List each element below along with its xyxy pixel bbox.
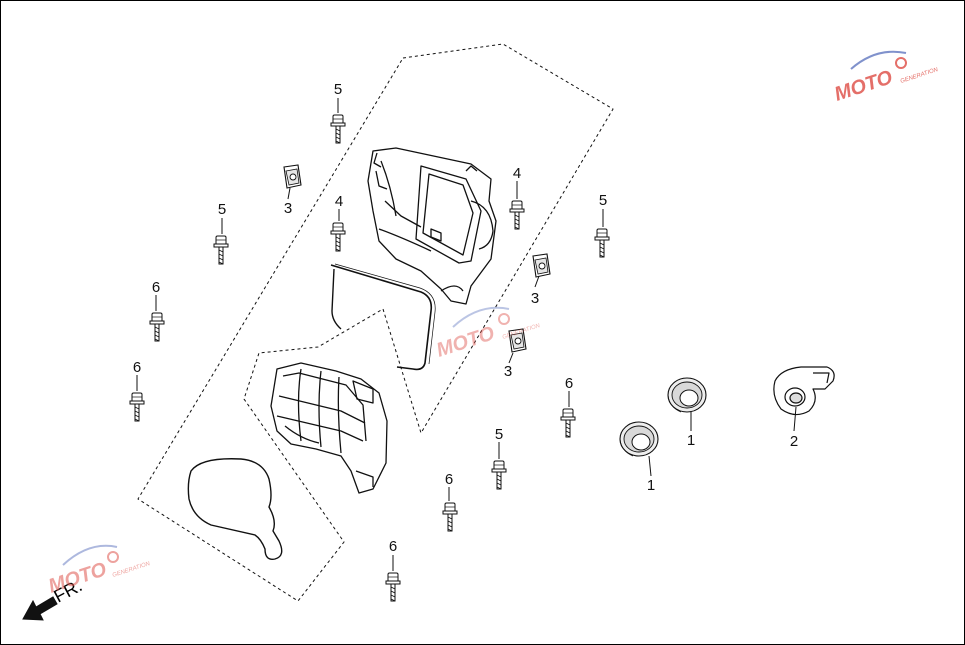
grommet-1-lower	[619, 421, 659, 457]
svg-text:GENERATION: GENERATION	[112, 561, 152, 579]
screw-6-base	[385, 572, 401, 602]
inner-cover-lower	[270, 362, 388, 494]
callout-4: 4	[513, 165, 521, 182]
callout-6: 6	[565, 375, 573, 392]
gasket-loop	[187, 458, 283, 560]
watermark-bottom-left: MOTO GENERATION	[46, 544, 152, 598]
screw-5-center	[491, 460, 507, 490]
callout-1: 1	[687, 432, 695, 449]
callout-4: 4	[335, 193, 343, 210]
callout-5: 5	[495, 426, 503, 443]
callout-3: 3	[504, 363, 512, 380]
screw-6-center	[560, 408, 576, 438]
assembly-boundary	[137, 43, 614, 602]
callout-2: 2	[790, 433, 798, 450]
callout-6: 6	[152, 279, 160, 296]
seal-strip	[330, 264, 433, 371]
callout-3: 3	[531, 290, 539, 307]
clip-3-top	[283, 164, 302, 189]
gear-icon	[498, 313, 510, 325]
callout-6: 6	[389, 538, 397, 555]
callout-3: 3	[284, 200, 292, 217]
grommet-1-upper	[667, 377, 707, 413]
screw-6-lower-left	[129, 392, 145, 422]
callout-5: 5	[334, 81, 342, 98]
adjuster-knob	[773, 366, 835, 416]
callout-5: 5	[218, 201, 226, 218]
svg-text:MOTO: MOTO	[434, 322, 498, 361]
callout-6: 6	[133, 359, 141, 376]
callouts: 5 3 5 4 4 5 6 3 3 6 6 1 2 5 1 6 6	[133, 81, 798, 555]
screw-4-right	[509, 200, 525, 230]
watermark-top-right: MOTO GENERATION	[832, 50, 940, 106]
callout-1: 1	[647, 477, 655, 494]
svg-text:GENERATION: GENERATION	[900, 67, 940, 85]
watermark-center: MOTO GENERATION	[434, 306, 542, 362]
gear-icon	[895, 57, 907, 69]
screw-4-inner	[330, 222, 346, 252]
screw-5-right	[594, 228, 610, 258]
svg-text:MOTO: MOTO	[832, 66, 896, 105]
screw-6-left	[149, 312, 165, 342]
screw-5-left	[213, 235, 229, 265]
inner-cover-upper	[367, 147, 497, 305]
callout-5: 5	[599, 192, 607, 209]
screw-5-top	[330, 114, 346, 144]
clip-3-right	[532, 253, 551, 278]
screw-6-bottom	[442, 502, 458, 532]
arrow-left-down-icon	[22, 596, 58, 621]
gear-icon	[107, 551, 119, 563]
callout-6: 6	[445, 471, 453, 488]
